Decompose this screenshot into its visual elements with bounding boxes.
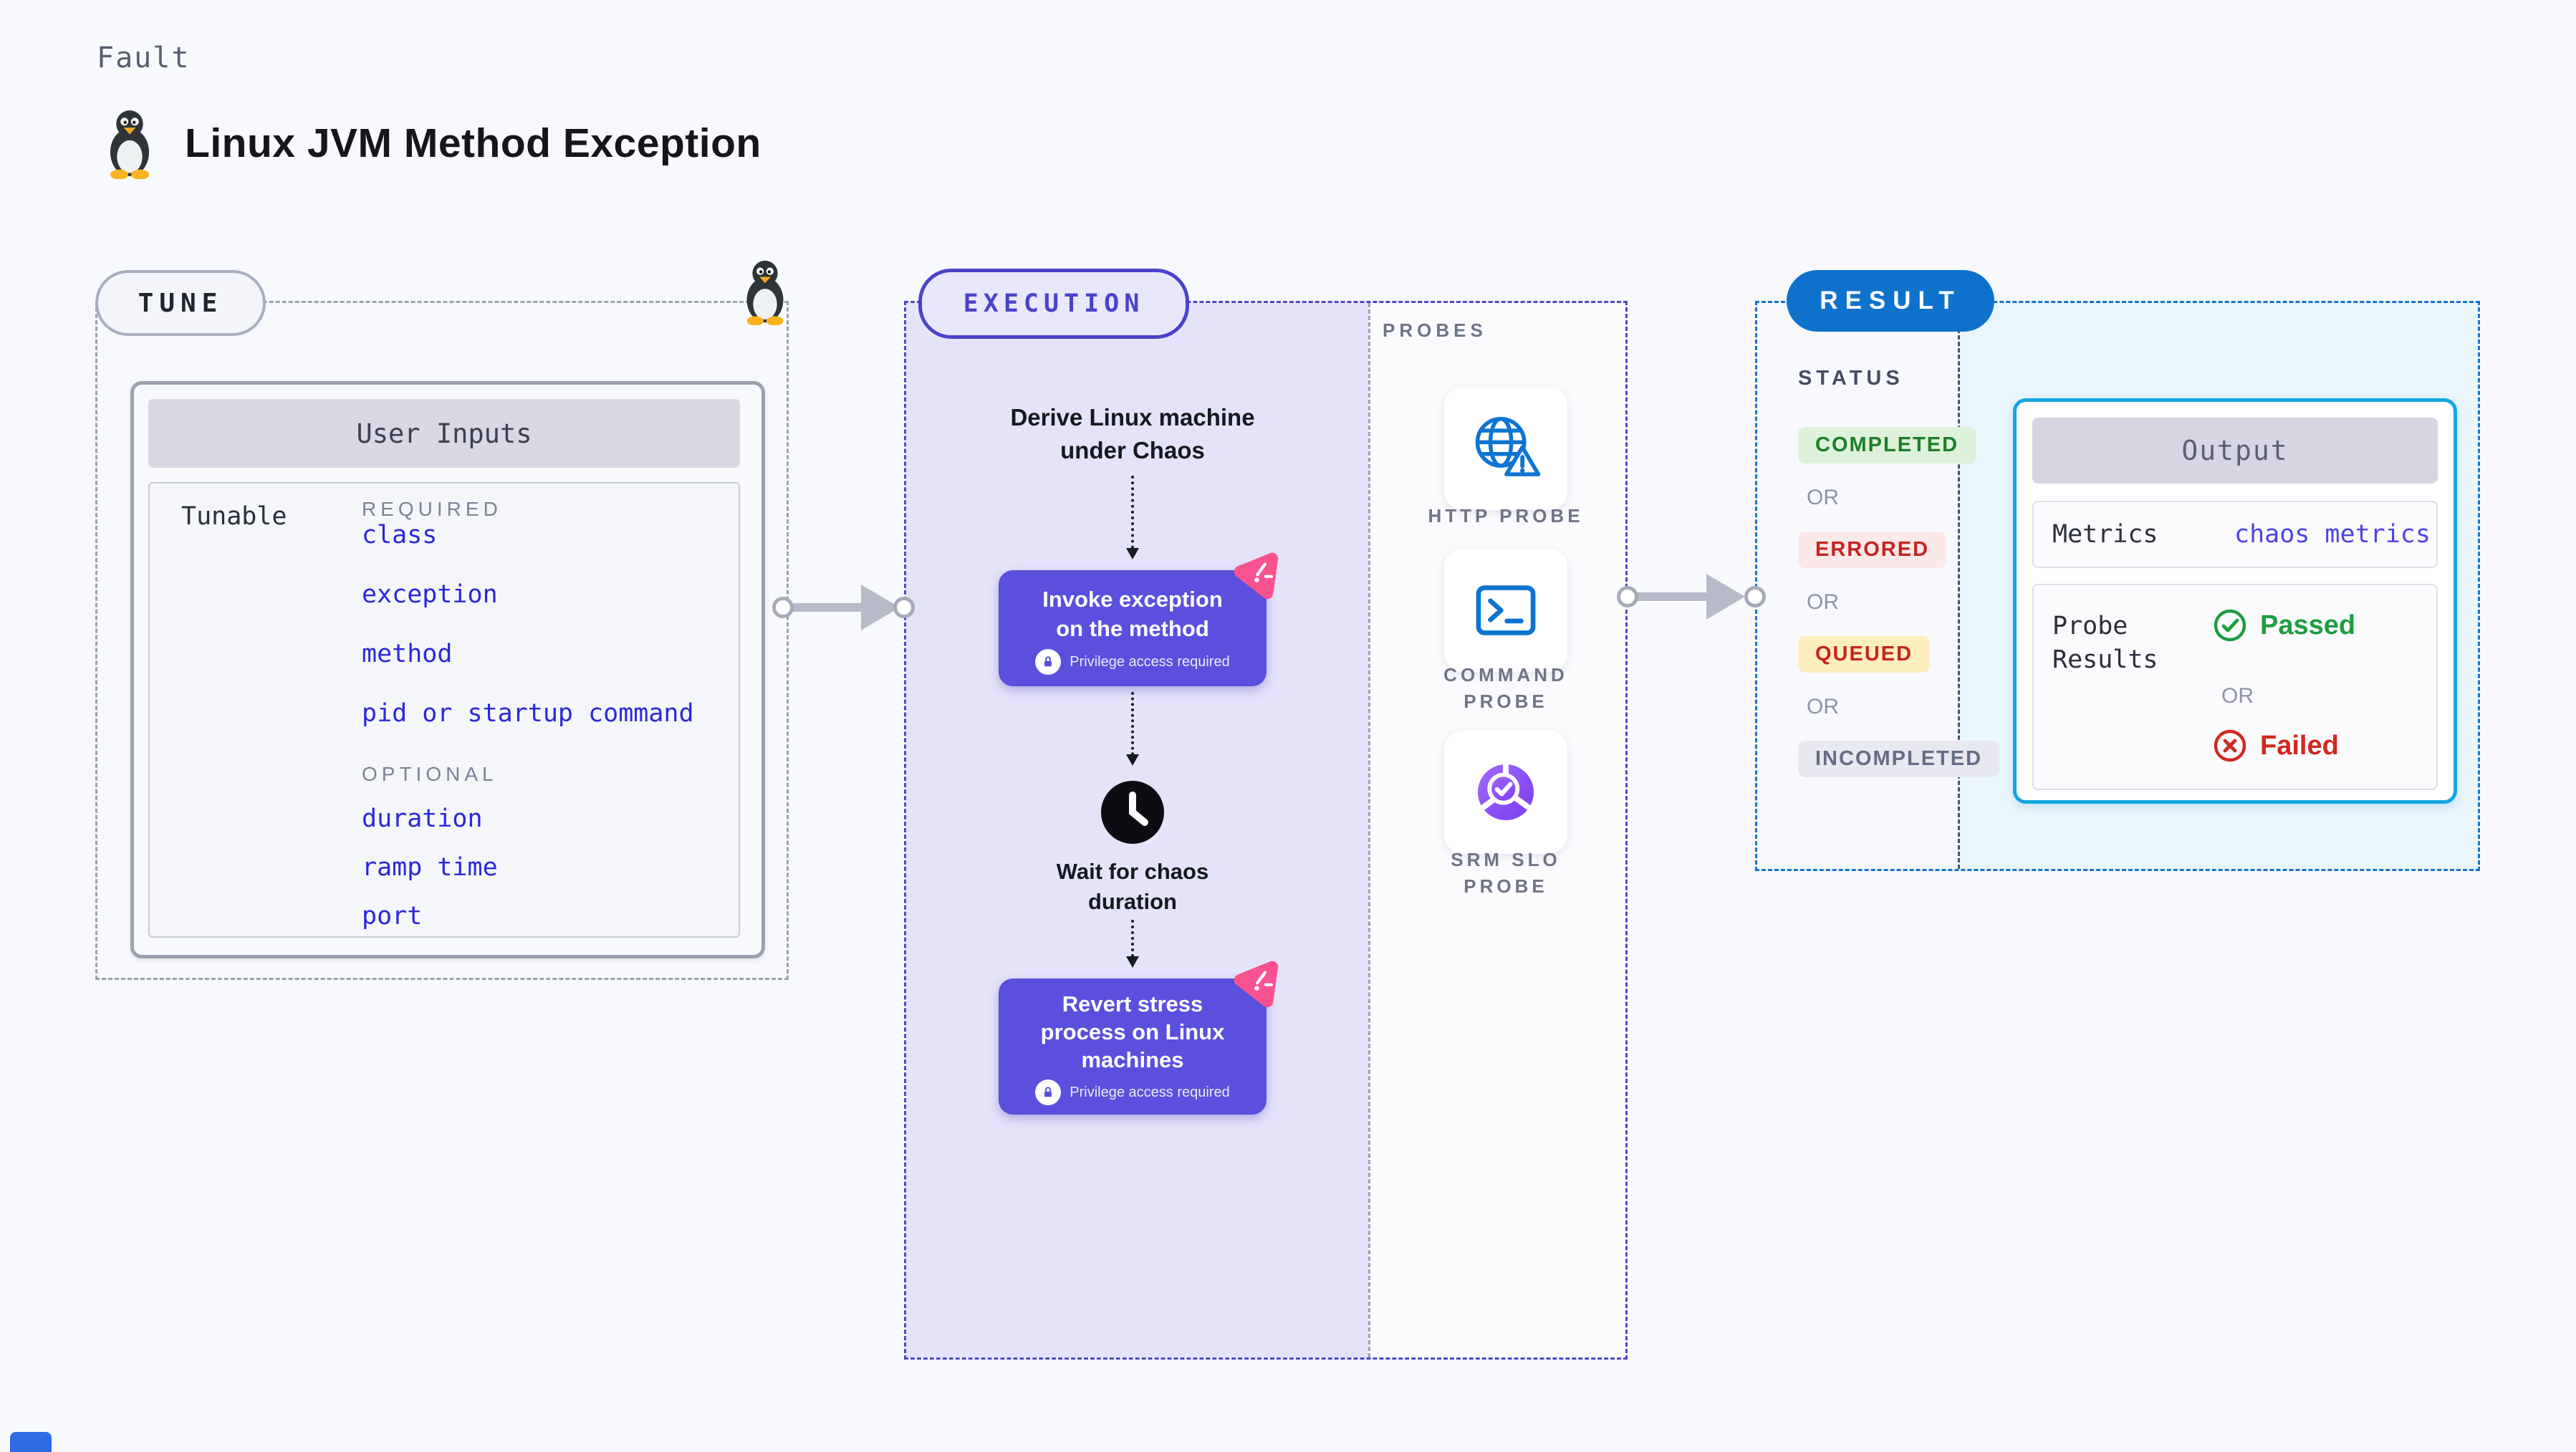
privilege-note: Privilege access required: [999, 1080, 1267, 1105]
http-probe-icon: [1475, 417, 1541, 476]
tunable-link-pid-or-startup-command[interactable]: pid or startup command: [362, 699, 694, 728]
required-group-label: REQUIRED: [362, 498, 502, 520]
x-circle-icon: [2214, 729, 2246, 762]
status-badge-incompleted: INCOMPLETED: [1798, 741, 2000, 777]
tunable-table: Tunable REQUIRED class exception method …: [148, 482, 740, 938]
or-separator: OR: [2221, 684, 2254, 708]
invoke-exception-step: Invoke exception on the method Privilege…: [999, 570, 1267, 686]
failed-result: Failed: [2213, 729, 2339, 763]
flow-arrow: [791, 603, 862, 612]
srm-slo-probe-card: [1444, 731, 1567, 854]
or-separator: OR: [1807, 486, 1839, 509]
tunable-row-label: Tunable: [181, 502, 287, 531]
tunable-list: REQUIRED class exception method pid or s…: [362, 498, 694, 951]
lock-icon: [1035, 649, 1062, 675]
probes-column-label: PROBES: [1383, 319, 1487, 341]
command-probe-card: [1444, 549, 1567, 672]
connector-node: [893, 597, 915, 618]
chat-widget-button[interactable]: [10, 1432, 52, 1452]
tunable-link-port[interactable]: port: [362, 902, 423, 931]
connector-node: [1617, 586, 1638, 607]
lock-icon: [1035, 1080, 1062, 1105]
chaos-fault-icon: [1234, 552, 1279, 600]
page-title-row: Linux JVM Method Exception: [99, 107, 761, 179]
srm-slo-probe-icon: [1478, 761, 1534, 820]
user-inputs-title: User Inputs: [148, 399, 740, 468]
step-wait-duration: Wait for chaos duration: [1056, 859, 1209, 914]
user-inputs-card: User Inputs Tunable REQUIRED class excep…: [130, 381, 765, 958]
status-column-label: STATUS: [1798, 367, 1904, 390]
result-badge: RESULT: [1787, 270, 1994, 332]
chaos-fault-icon: [1234, 961, 1279, 1008]
down-arrow: [1126, 476, 1139, 559]
down-arrow: [1126, 692, 1139, 766]
tunable-link-class[interactable]: class: [362, 521, 438, 549]
execution-badge: EXECUTION: [918, 269, 1189, 339]
check-circle-icon: [2214, 609, 2246, 642]
tune-badge: TUNE: [95, 270, 266, 336]
probe-results-row: Probe Results Passed OR Failed: [2032, 584, 2438, 790]
tunable-link-exception[interactable]: exception: [362, 580, 498, 609]
fault-label: Fault: [97, 42, 191, 74]
flow-arrow: [1636, 592, 1708, 601]
or-separator: OR: [1807, 590, 1839, 614]
tunable-link-method[interactable]: method: [362, 640, 453, 668]
passed-result: Passed: [2213, 608, 2355, 643]
tunable-link-ramp-time[interactable]: ramp time: [362, 853, 498, 882]
http-probe-label: HTTP PROBE: [1428, 505, 1584, 527]
down-arrow: [1126, 920, 1139, 968]
output-title: Output: [2032, 418, 2438, 484]
status-badge-queued: QUEUED: [1798, 636, 1931, 673]
output-card: Output Metrics chaos metrics Probe Resul…: [2013, 398, 2457, 804]
command-probe-label: COMMAND PROBE: [1443, 664, 1568, 712]
connector-node: [772, 597, 794, 618]
revert-stress-step: Revert stress process on Linux machines …: [999, 979, 1267, 1115]
srm-slo-probe-label: SRM SLO PROBE: [1451, 849, 1561, 897]
clock-icon: [1101, 781, 1164, 844]
probe-results-label: Probe Results: [2052, 612, 2158, 674]
flow-arrowhead: [1706, 574, 1745, 620]
status-badge-completed: COMPLETED: [1798, 427, 1976, 463]
http-probe-card: [1444, 387, 1567, 510]
status-badge-errored: ERRORED: [1798, 532, 1947, 568]
metrics-label: Metrics: [2052, 520, 2158, 549]
step-derive-machine: Derive Linux machine under Chaos: [1010, 404, 1255, 463]
or-separator: OR: [1807, 695, 1839, 718]
tune-section-box: [95, 301, 789, 980]
connector-node: [1744, 586, 1766, 607]
tunable-link-duration[interactable]: duration: [362, 804, 483, 833]
chaos-metrics-link[interactable]: chaos metrics: [2234, 520, 2431, 549]
linux-penguin-icon: [110, 110, 150, 179]
optional-group-label: OPTIONAL: [362, 763, 498, 785]
metrics-row: Metrics chaos metrics: [2032, 501, 2438, 568]
privilege-note: Privilege access required: [999, 649, 1267, 675]
linux-penguin-icon: [746, 260, 784, 325]
command-probe-icon: [1476, 585, 1536, 635]
page-title: Linux JVM Method Exception: [185, 120, 761, 166]
